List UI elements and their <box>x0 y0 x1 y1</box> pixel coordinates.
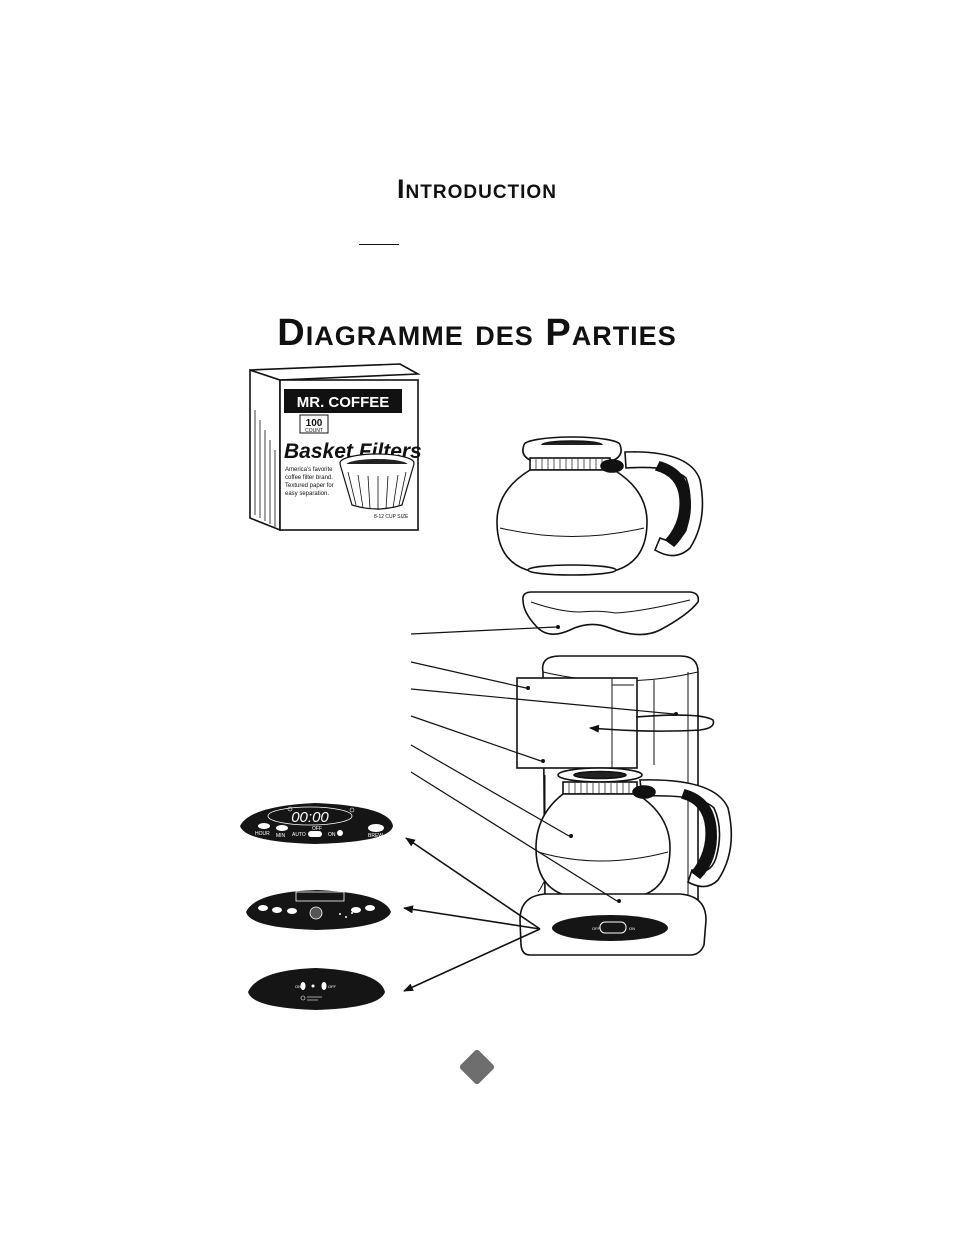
box-tagline-3: Textured paper for <box>285 483 334 489</box>
callout-dots <box>526 625 678 903</box>
panel-lcd-window <box>295 891 345 902</box>
coffeemaker-base: OFF ON <box>519 893 707 956</box>
on-label: ON <box>328 832 336 838</box>
box-tagline-2: coffee filter brand. <box>285 475 333 481</box>
leader-lines <box>410 626 675 902</box>
basic-control-panel: ON OFF <box>248 968 385 1010</box>
coffee-filter-box: MR. COFFEE 100 COUNT Basket Filters Amer… <box>249 363 422 532</box>
box-tagline-1: America's favorite <box>285 467 333 473</box>
basic-on-label: ON <box>295 984 301 989</box>
introduction-heading: Introduction <box>397 174 557 204</box>
box-tagline-4: easy separation. <box>285 491 329 497</box>
swing-out-arrow <box>589 714 715 733</box>
brand-name: MR. COFFEE <box>297 394 390 411</box>
brew-label: BREW <box>368 833 383 839</box>
hour-label: HOUR <box>255 831 270 837</box>
auto-label: AUTO <box>292 832 306 838</box>
panel-arrows <box>403 837 541 992</box>
brew-basket-lid <box>522 591 700 636</box>
brand-label-band <box>284 389 402 413</box>
base-on-label: ON <box>629 926 635 931</box>
filter-count-unit: COUNT <box>305 428 323 434</box>
intro-blank-rule <box>359 244 399 245</box>
base-off-label: OFF <box>592 926 601 931</box>
clock-display: 00:00 <box>291 809 329 826</box>
bottom-carafe <box>535 767 733 897</box>
programmable-control-panel <box>246 890 391 930</box>
basic-off-label: OFF <box>328 984 337 989</box>
digital-control-panel: 00:00 HOUR MIN AUTO OFF ON BREW <box>240 803 393 844</box>
filter-size: 8-12 CUP SIZE <box>374 514 409 520</box>
parts-diagram-heading: Diagramme des Parties <box>277 312 677 354</box>
top-carafe <box>496 436 704 576</box>
filter-count: 100 <box>306 418 323 429</box>
min-label: MIN <box>276 833 286 839</box>
off-label: OFF <box>312 826 322 832</box>
